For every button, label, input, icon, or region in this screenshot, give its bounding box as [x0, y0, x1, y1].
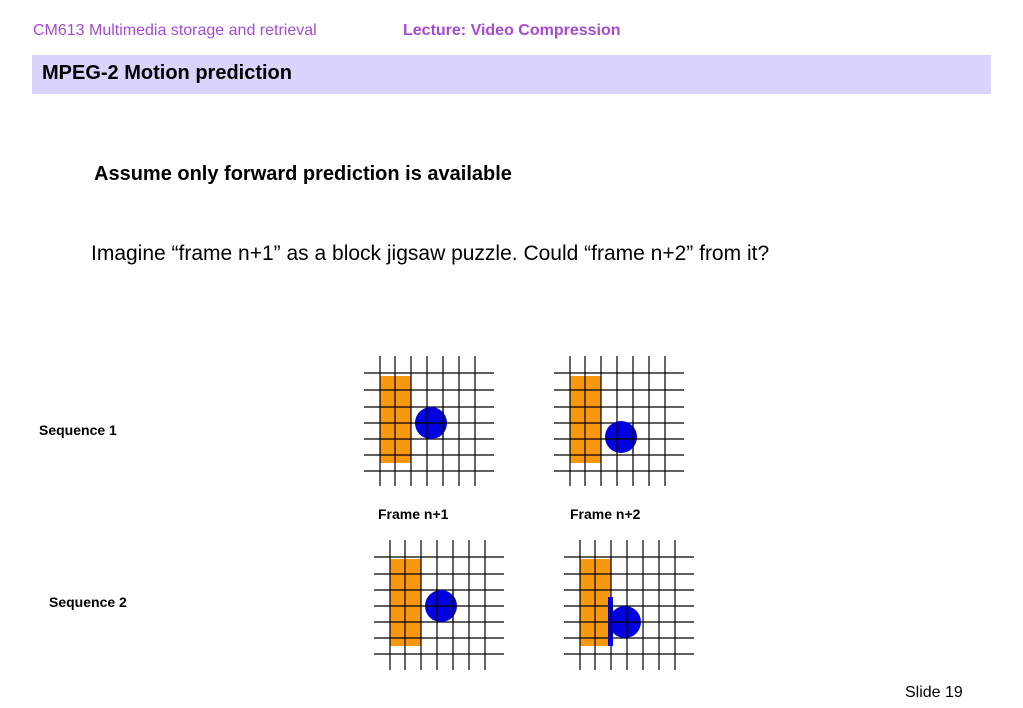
seq2-frame-n2-diagram: [564, 540, 694, 670]
seq1-frame-n1-diagram: [364, 356, 494, 486]
seq1-frame-n2-diagram: [554, 356, 684, 486]
slide-body-text: Imagine “frame n+1” as a block jigsaw pu…: [91, 242, 770, 265]
title-bar: [32, 55, 991, 94]
slide-heading: Assume only forward prediction is availa…: [94, 163, 512, 185]
slide-number: Slide 19: [905, 684, 963, 701]
circle-object: [605, 421, 637, 453]
frame-n2-label: Frame n+2: [570, 506, 641, 522]
frame-n1-label: Frame n+1: [378, 506, 449, 522]
sequence-1-label: Sequence 1: [39, 422, 117, 438]
lecture-title: Lecture: Video Compression: [403, 22, 621, 39]
slide-title: MPEG-2 Motion prediction: [42, 62, 292, 84]
block-grid: [564, 540, 694, 670]
seq2-frame-n1-diagram: [374, 540, 504, 670]
course-title: CM613 Multimedia storage and retrieval: [33, 22, 317, 39]
sequence-2-label: Sequence 2: [49, 594, 127, 610]
block-grid: [554, 356, 684, 486]
